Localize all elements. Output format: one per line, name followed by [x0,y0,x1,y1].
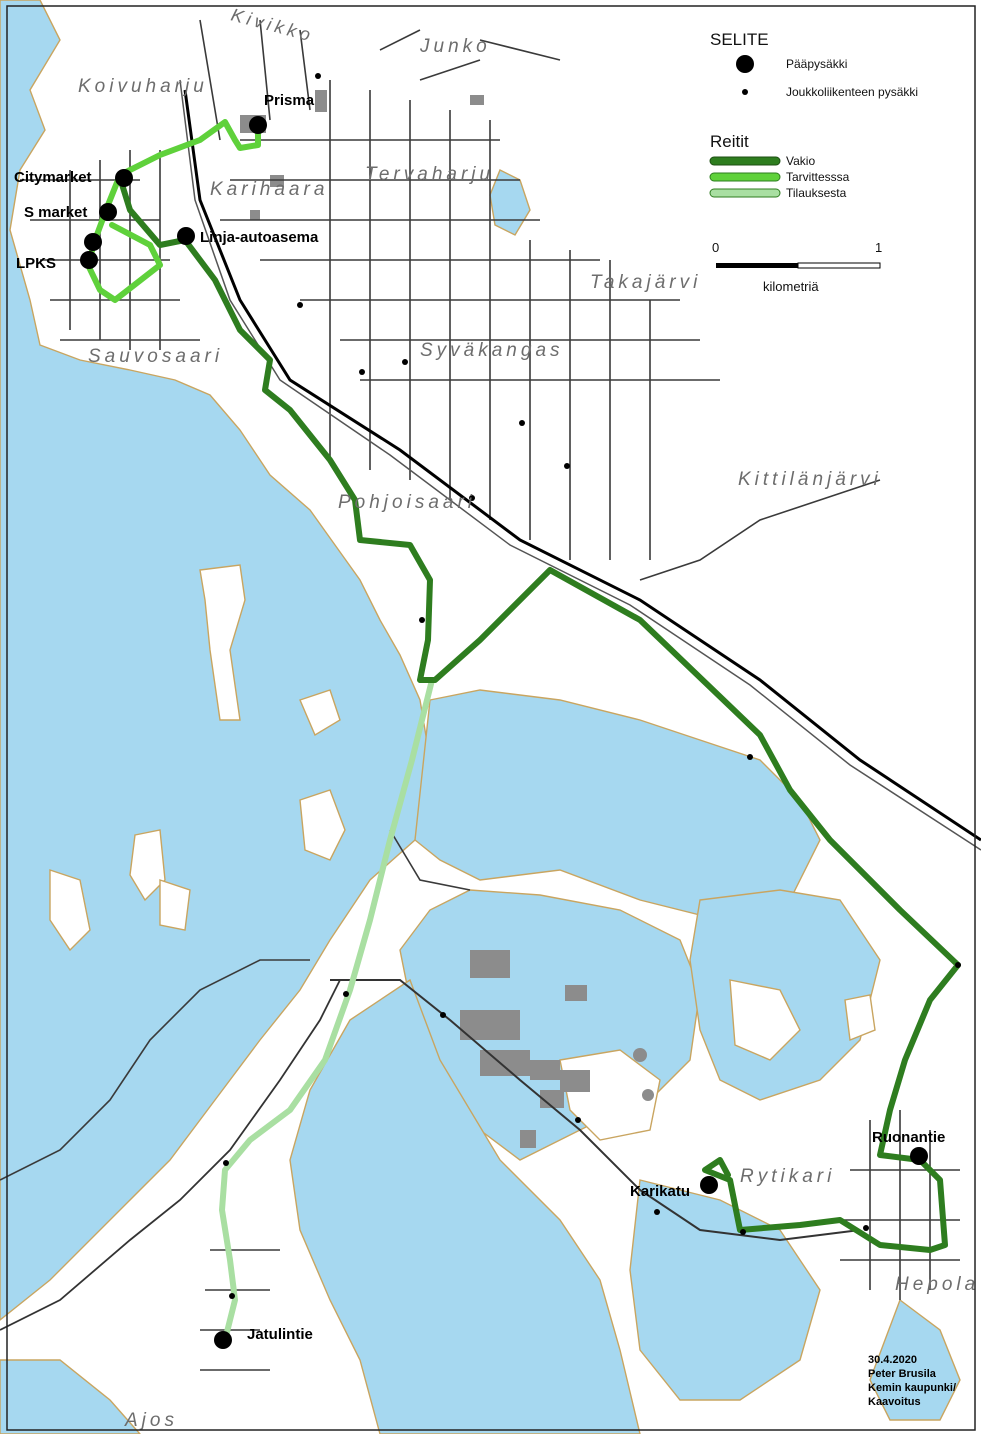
stop-label-karikatu: Karikatu [630,1183,690,1200]
credit-dept: Kaavoitus [868,1396,921,1408]
credits: 30.4.2020 Peter Brusila Kemin kaupunki/ … [868,1354,956,1408]
legend-routes-title: Reitit [710,132,749,151]
route-tilauksesta [219,677,435,1343]
legend: SELITE Pääpysäkki Joukkoliikenteen pysäk… [709,30,918,200]
legend-route-vakio-label: Vakio [786,154,815,168]
place-ajos: Ajos [124,1410,178,1431]
minor-stops-layer [223,73,961,1299]
legend-title: SELITE [710,30,769,49]
legend-minor-stop-label: Joukkoliikenteen pysäkki [786,85,918,99]
place-kivikko: Kivikko [229,5,316,46]
map-frame [6,5,976,1431]
place-hepola: Hepola [895,1274,979,1295]
stop-labels: Prisma Citymarket S market Linja-autoase… [14,92,945,1343]
place-kittilanjarvi: Kittilänjärvi [738,469,882,490]
route-vakio [117,175,961,1253]
legend-minor-stop-symbol [742,89,748,95]
place-koivuharju: Koivuharju [78,76,208,97]
highways-layer [0,79,981,1331]
stop-label-linja-autoasema: Linja-autoasema [200,229,319,246]
credit-org: Kemin kaupunki/ [868,1382,956,1394]
stop-label-lpks: LPKS [16,255,56,272]
place-syvakangas: Syväkangas [420,340,564,361]
islands-layer [49,564,876,1141]
legend-route-tarvittessa-label: Tarvittesssa [786,170,850,184]
place-tervaharju: Tervaharju [365,164,494,185]
legend-route-tilauksesta-swatch [709,188,781,198]
scale-unit-label: kilometriä [763,279,819,294]
credit-author: Peter Brusila [868,1368,937,1380]
place-junko: Junko [419,36,491,57]
scale-start-label: 0 [712,240,719,255]
scale-end-label: 1 [875,240,882,255]
legend-main-stop-symbol [736,55,754,73]
place-sauvosaari: Sauvosaari [88,346,223,367]
stop-label-prisma: Prisma [264,92,315,109]
legend-route-tilauksesta-label: Tilauksesta [786,186,847,200]
stop-label-jatulintie: Jatulintie [247,1326,313,1343]
scale-bar: 0 1 kilometriä [712,240,882,294]
stop-label-ruonantie: Ruonantie [872,1129,945,1146]
water-layer [0,0,961,1434]
place-karihaara: Karihaara [210,179,328,200]
main-stops-layer [80,116,928,1349]
legend-route-tarvittessa-swatch [709,172,781,182]
legend-main-stop-label: Pääpysäkki [786,57,847,71]
credit-date: 30.4.2020 [868,1354,917,1366]
roads-layer [0,19,960,1371]
place-takajarvi: Takajärvi [590,272,701,293]
stop-label-citymarket: Citymarket [14,169,92,186]
place-rytikari: Rytikari [740,1166,835,1187]
legend-route-vakio-swatch [709,156,781,166]
place-pohjoisaari: Pohjoisaari [338,492,476,513]
stop-label-smarket: S market [24,204,87,221]
